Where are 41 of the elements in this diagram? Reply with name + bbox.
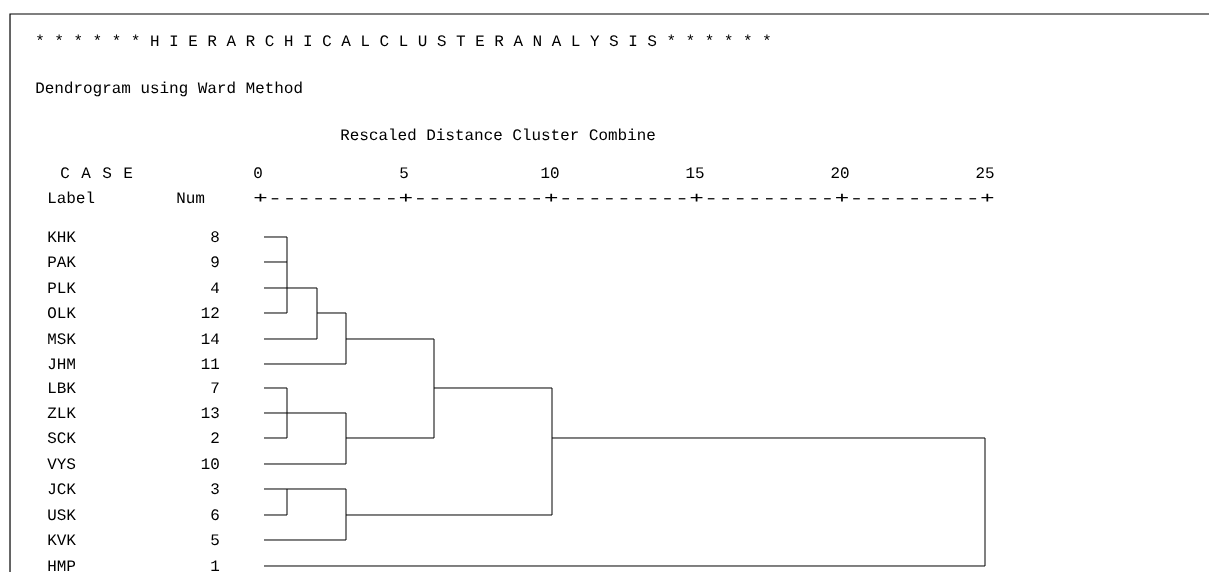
case-label: KVK bbox=[48, 534, 76, 545]
case-number: 6 bbox=[211, 509, 219, 521]
column-header: Num bbox=[177, 192, 205, 204]
tick-label: 25 bbox=[976, 167, 994, 179]
case-label: VYS bbox=[47, 458, 76, 470]
tick-label: 20 bbox=[831, 167, 849, 179]
column-header: Label bbox=[49, 191, 95, 204]
case-number: 3 bbox=[211, 483, 219, 495]
tick-label: 10 bbox=[541, 167, 559, 179]
case-number: 4 bbox=[211, 282, 219, 293]
case-label: USK bbox=[48, 509, 76, 521]
case-label: HMP bbox=[48, 560, 76, 571]
case-label: LBK bbox=[49, 382, 76, 393]
case-label: OLK bbox=[48, 307, 76, 319]
column-header: C A S E bbox=[61, 167, 133, 179]
case-number: 11 bbox=[201, 358, 220, 369]
heading: * * * * * * H I E R A R C H I C A L C L U S T E R A N A L Y S I S * * * * * * bbox=[37, 34, 770, 47]
case-number: 5 bbox=[211, 534, 219, 546]
case-label: SCK bbox=[47, 432, 76, 444]
axis-scale: +---------+---------+---------+---------+---------+ bbox=[254, 193, 994, 202]
case-number: 13 bbox=[201, 407, 219, 419]
case-label: ZLK bbox=[47, 407, 76, 418]
axis-title: Rescaled Distance Cluster Combine bbox=[341, 128, 655, 141]
case-number: 8 bbox=[211, 231, 219, 243]
case-label: PLK bbox=[48, 282, 76, 293]
case-label: JCK bbox=[48, 483, 76, 495]
tick-label: 5 bbox=[400, 167, 408, 179]
case-number: 2 bbox=[211, 432, 219, 443]
case-number: 14 bbox=[201, 333, 219, 344]
subtitle: Dendrogram using Ward Method bbox=[36, 81, 302, 97]
tick-label: 15 bbox=[686, 167, 704, 179]
case-number: 1 bbox=[211, 560, 220, 571]
case-label: KHK bbox=[48, 231, 76, 242]
case-label: MSK bbox=[48, 333, 76, 345]
case-number: 12 bbox=[201, 307, 219, 318]
tick-label: 0 bbox=[254, 167, 262, 179]
case-number: 10 bbox=[201, 458, 219, 470]
case-label: PAK bbox=[48, 256, 76, 267]
case-number: 9 bbox=[211, 256, 219, 268]
case-number: 7 bbox=[211, 382, 219, 393]
case-label: JHM bbox=[48, 358, 75, 370]
